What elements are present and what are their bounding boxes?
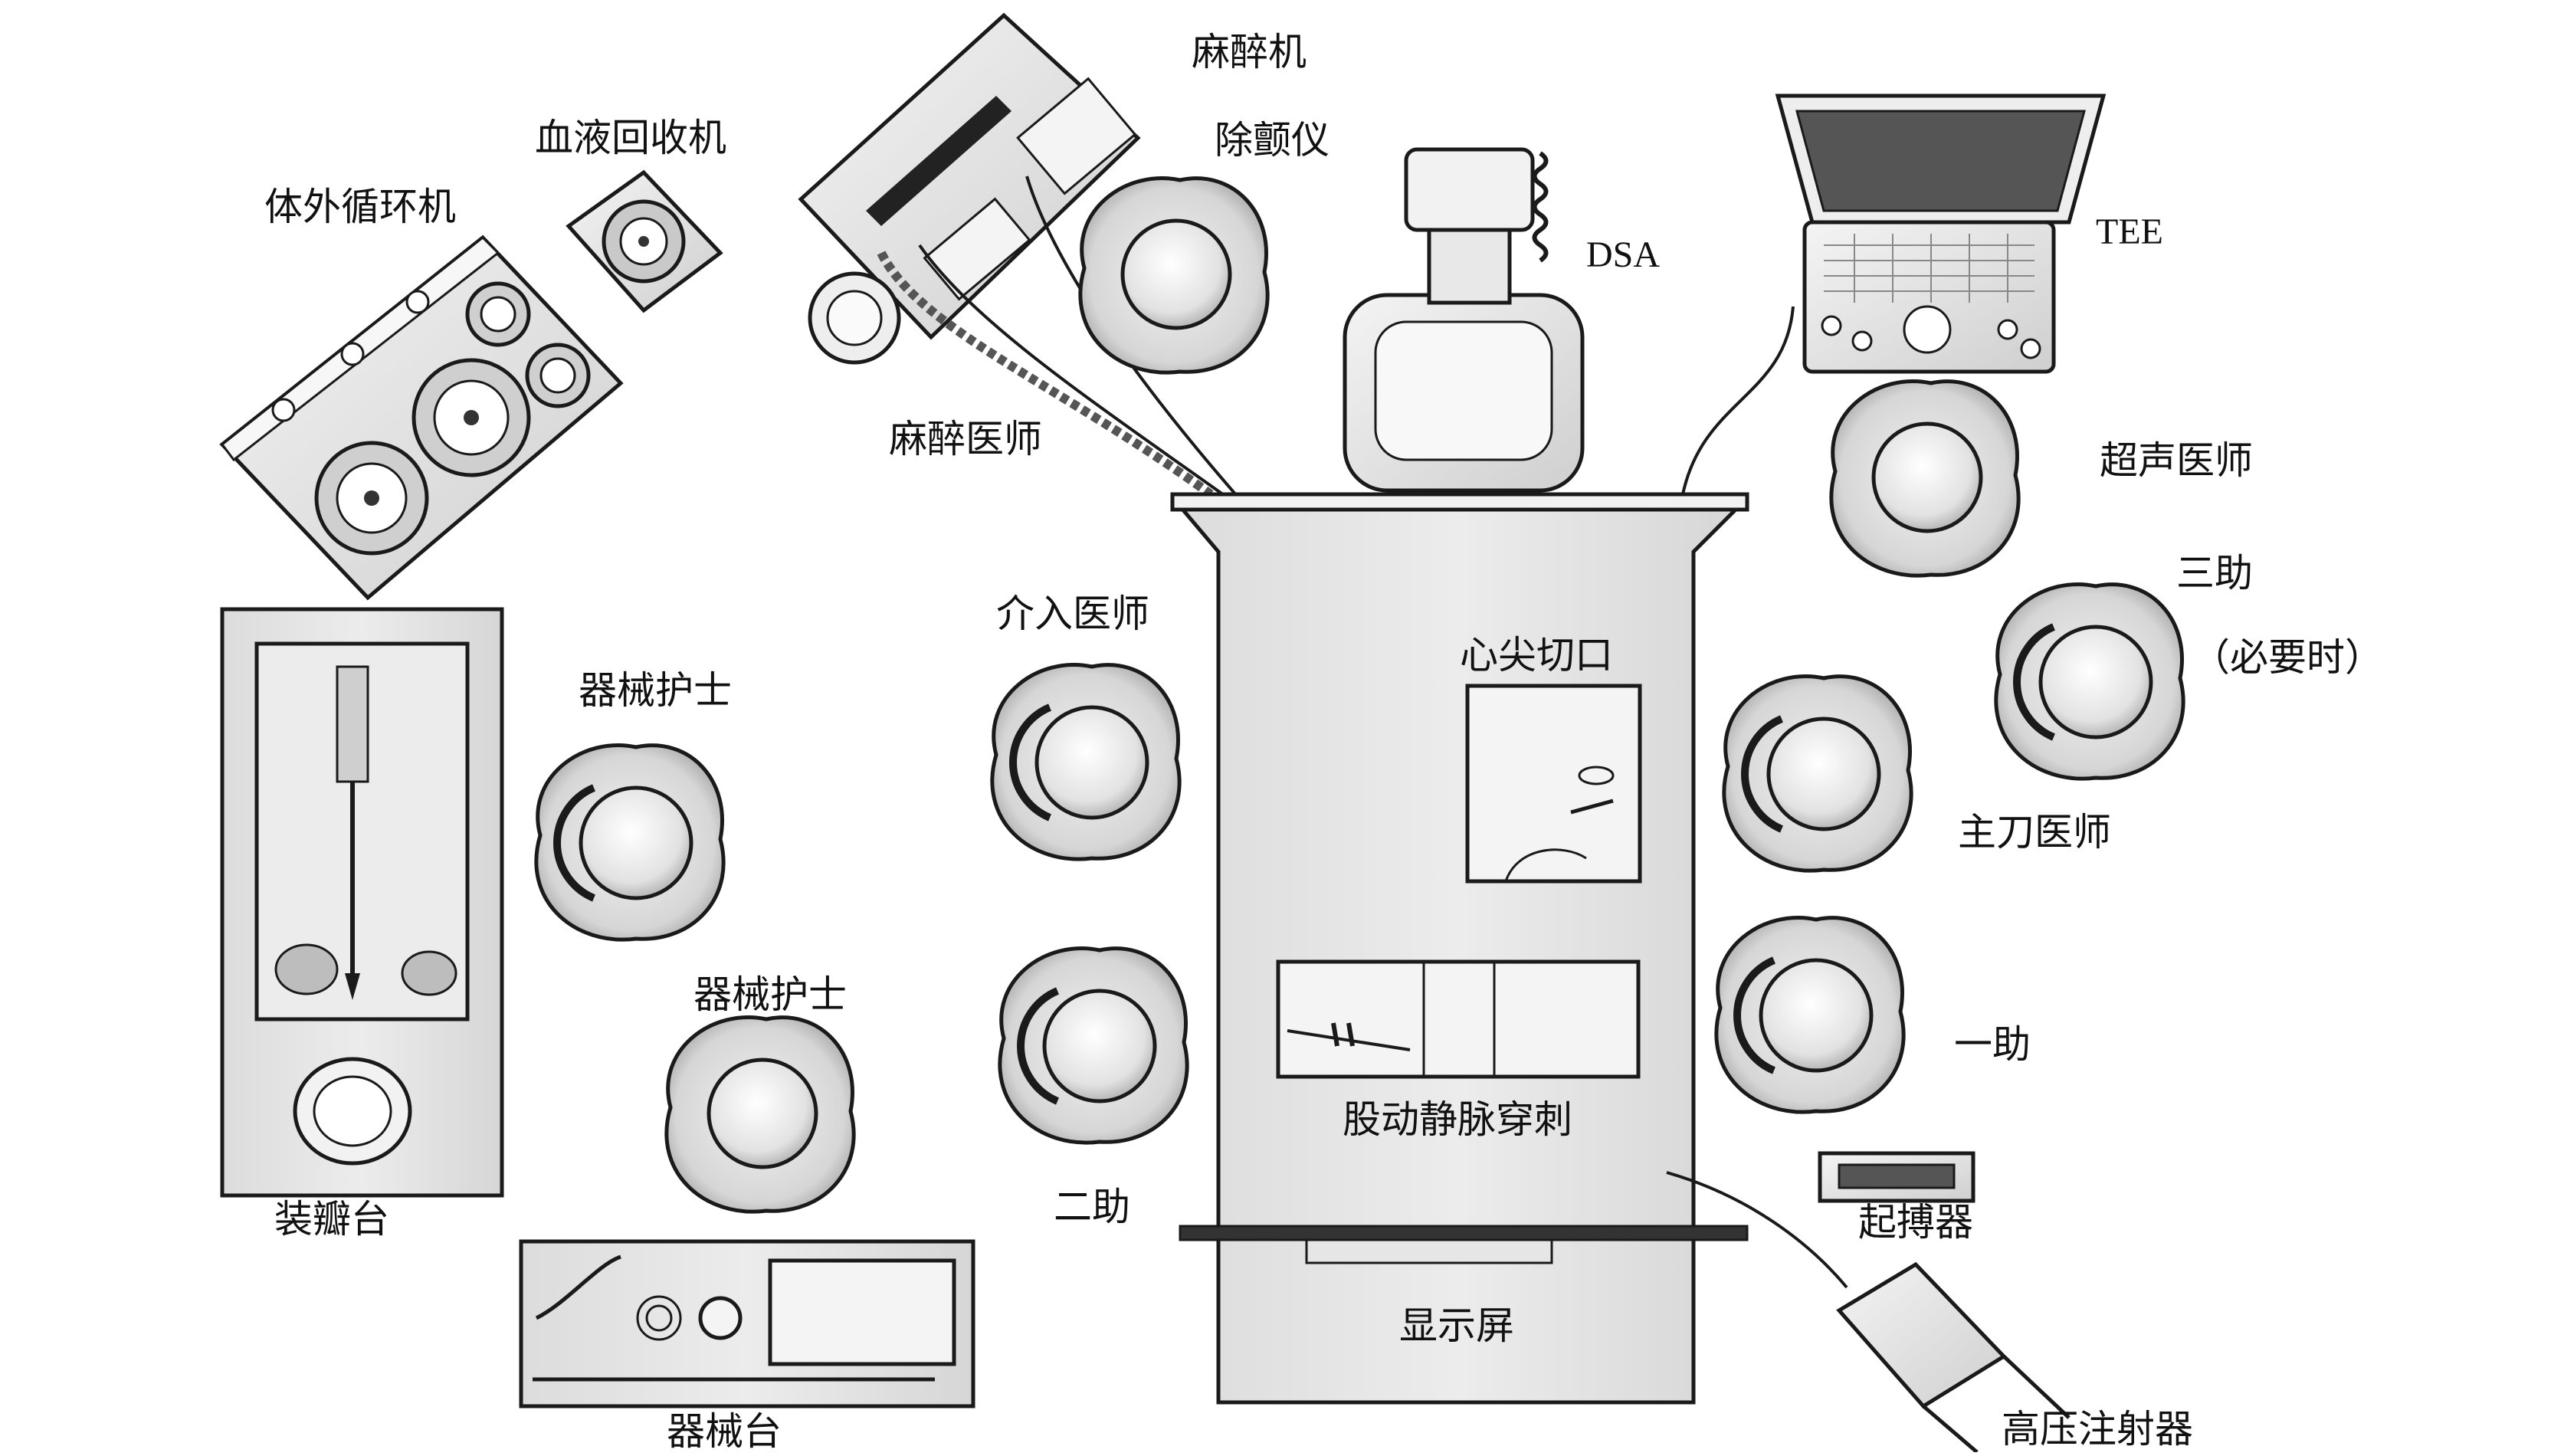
label-scrub-nurse-2: 器械护士 — [693, 972, 847, 1017]
label-first-assistant: 一助 — [1954, 1022, 2031, 1067]
blood-recovery-machine — [566, 169, 723, 313]
label-dsa: DSA — [1586, 234, 1660, 275]
anesthesiologist — [1080, 179, 1267, 373]
chief-surgeon — [1724, 677, 1911, 871]
label-femoral-puncture: 股动静脉穿刺 — [1343, 1097, 1572, 1142]
instrument-table — [519, 1239, 975, 1408]
dsa-unit — [1343, 147, 1585, 493]
label-anesthesiologist: 麻醉医师 — [889, 417, 1042, 461]
label-cpb-machine: 体外循环机 — [264, 185, 456, 229]
scrub-nurse-1 — [536, 746, 723, 940]
valve-loading-table — [220, 607, 504, 1198]
label-second-assistant: 二助 — [1054, 1185, 1130, 1229]
cpb-machine — [219, 234, 624, 601]
pacemaker — [1818, 1151, 1975, 1203]
anesthesia-machine — [798, 12, 1239, 498]
label-instrument-table: 器械台 — [667, 1409, 782, 1452]
label-chief-surgeon: 主刀医师 — [1958, 810, 2111, 854]
label-third-assistant: 三助 — [2176, 551, 2253, 595]
label-defibrillator: 除颤仪 — [1215, 118, 1330, 162]
label-scrub-nurse-1: 器械护士 — [579, 668, 732, 713]
label-interventional-doctor: 介入医师 — [996, 592, 1149, 636]
label-pacemaker: 起搏器 — [1858, 1200, 1973, 1244]
roller-pump-icon — [314, 281, 591, 556]
label-display-screen: 显示屏 — [1399, 1304, 1514, 1348]
second-assistant — [1000, 949, 1187, 1143]
tee-machine — [1680, 93, 2107, 499]
scrub-nurse-2 — [667, 1018, 854, 1212]
interventional-doctor — [992, 665, 1179, 860]
first-assistant — [1716, 918, 1903, 1113]
label-power-injector: 高压注射器 — [2002, 1407, 2193, 1451]
label-tee: TEE — [2096, 212, 2163, 252]
label-when-necessary: （必要时） — [2192, 635, 2383, 680]
label-anesthesia-machine: 麻醉机 — [1192, 30, 1307, 74]
power-injector — [1666, 1171, 2071, 1454]
operating-table — [1170, 492, 1749, 1405]
third-assistant — [1996, 585, 2183, 779]
label-ultrasound-doctor: 超声医师 — [2100, 438, 2253, 483]
label-blood-recovery: 血液回收机 — [535, 116, 726, 160]
label-apical-incision: 心尖切口 — [1460, 633, 1613, 677]
label-valve-loading-table: 装瓣台 — [274, 1197, 389, 1241]
ultrasound-doctor — [1831, 382, 2018, 576]
